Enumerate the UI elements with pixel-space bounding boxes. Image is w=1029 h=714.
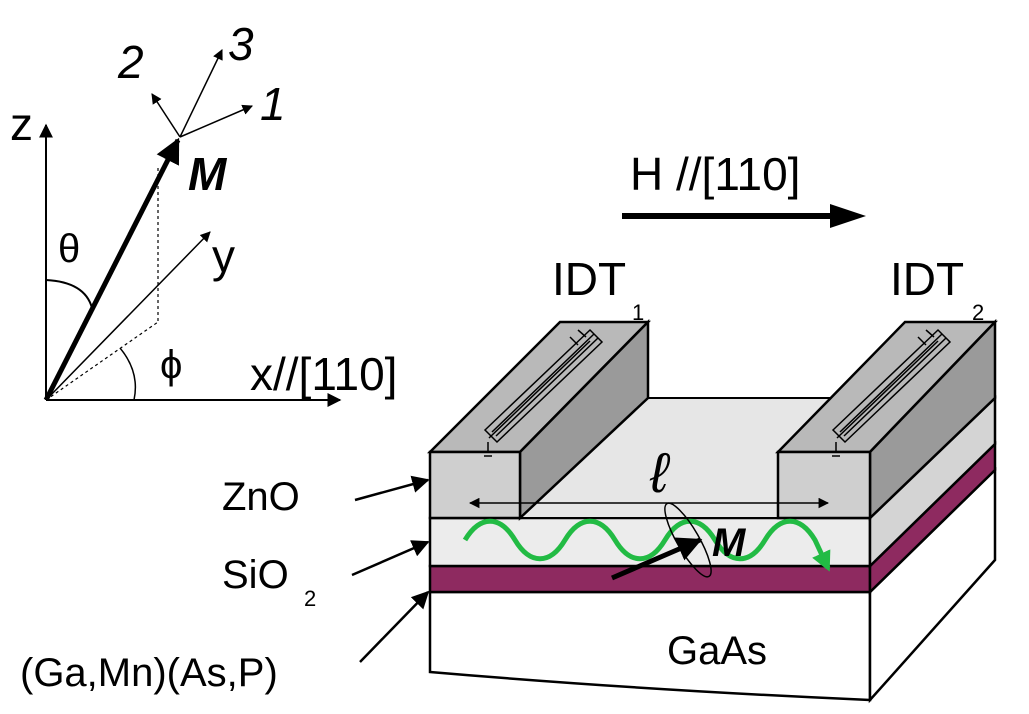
axis-3 bbox=[179, 49, 223, 138]
layer-m-label: M bbox=[712, 521, 747, 565]
device-stack: ℓ M GaAs bbox=[426, 318, 998, 704]
idt2-electrode-pattern bbox=[830, 328, 952, 457]
gaas-label: GaAs bbox=[667, 629, 767, 673]
y-axis bbox=[45, 231, 211, 401]
sio2-label: SiO bbox=[222, 553, 289, 597]
coordinate-system: z y x//[110] θ ϕ M 1 2 3 bbox=[10, 18, 397, 407]
idt-labels: IDT 1 IDT 2 bbox=[552, 253, 984, 325]
saw-wave bbox=[462, 518, 831, 572]
gamn-layer-front bbox=[428, 564, 872, 594]
idt1-block-front bbox=[428, 450, 522, 520]
phi-label: ϕ bbox=[160, 343, 182, 387]
field-label: H //[110] bbox=[630, 148, 800, 200]
idt2-block-front bbox=[776, 450, 872, 520]
projection-line-plane bbox=[45, 321, 159, 401]
field-arrowhead bbox=[830, 204, 866, 228]
length-label: ℓ bbox=[649, 441, 671, 504]
idt1-subscript: 1 bbox=[632, 300, 644, 325]
m-label: M bbox=[188, 148, 228, 200]
axis-2-label: 2 bbox=[117, 36, 144, 88]
z-label: z bbox=[10, 98, 33, 150]
axis-3-label: 3 bbox=[228, 18, 254, 70]
sio2-subscript: 2 bbox=[304, 586, 316, 611]
layer-labels: ZnO SiO 2 (Ga,Mn)(As,P) bbox=[20, 475, 430, 695]
y-label: y bbox=[212, 230, 235, 282]
theta-label: θ bbox=[58, 227, 80, 271]
phi-arc bbox=[119, 347, 137, 401]
idt1-label: IDT bbox=[552, 253, 626, 305]
sio2-pointer bbox=[351, 540, 430, 577]
theta-arc bbox=[45, 279, 93, 309]
gamn-label: (Ga,Mn)(As,P) bbox=[20, 651, 278, 695]
zno-pointer bbox=[354, 475, 430, 502]
idt1-electrode-pattern bbox=[482, 328, 604, 457]
m-vector bbox=[43, 137, 181, 402]
field-indicator: H //[110] bbox=[622, 148, 866, 228]
zno-label: ZnO bbox=[222, 475, 300, 519]
axis-1 bbox=[179, 104, 253, 138]
gamn-pointer bbox=[359, 590, 430, 663]
gaas-substrate-front bbox=[428, 590, 872, 702]
idt2-label: IDT bbox=[890, 253, 964, 305]
idt2-subscript: 2 bbox=[972, 300, 984, 325]
layer-m-vector bbox=[611, 537, 703, 581]
axis-1-label: 1 bbox=[260, 78, 286, 130]
x-label: x//[110] bbox=[250, 348, 397, 400]
axis-2 bbox=[151, 93, 181, 138]
